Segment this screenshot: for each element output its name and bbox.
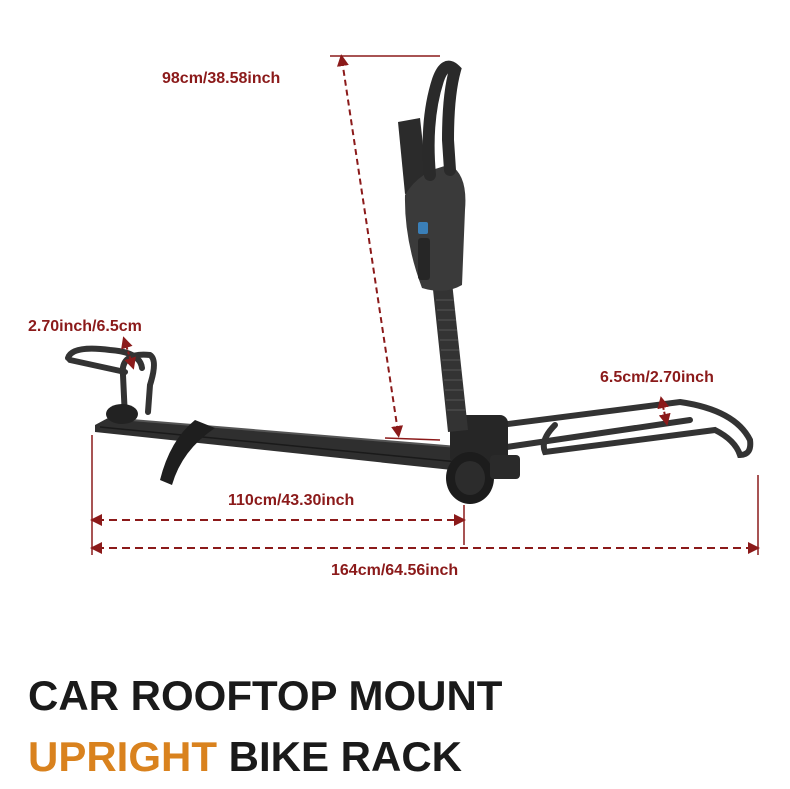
short-length-dimension-label: 110cm/43.30inch	[228, 492, 355, 509]
left-wheel-strap	[106, 404, 215, 485]
upright-arm	[398, 60, 468, 432]
rack-rail	[95, 417, 471, 470]
left-cradle-dimension-label: 2.70inch/6.5cm	[28, 318, 142, 335]
title-line-2: UPRIGHT BIKE RACK	[28, 733, 462, 781]
title-line-1: CAR ROOFTOP MOUNT	[28, 672, 503, 719]
right-cradle-dimension-label: 6.5cm/2.70inch	[600, 369, 714, 386]
right-wheel-cradle	[497, 398, 754, 459]
title-rest: BIKE RACK	[217, 733, 463, 780]
dimension-lines	[90, 54, 760, 555]
height-dimension-label: 98cm/38.58inch	[162, 70, 281, 87]
total-length-dimension-label: 164cm/64.56inch	[331, 562, 459, 579]
title-highlight: UPRIGHT	[28, 733, 217, 780]
